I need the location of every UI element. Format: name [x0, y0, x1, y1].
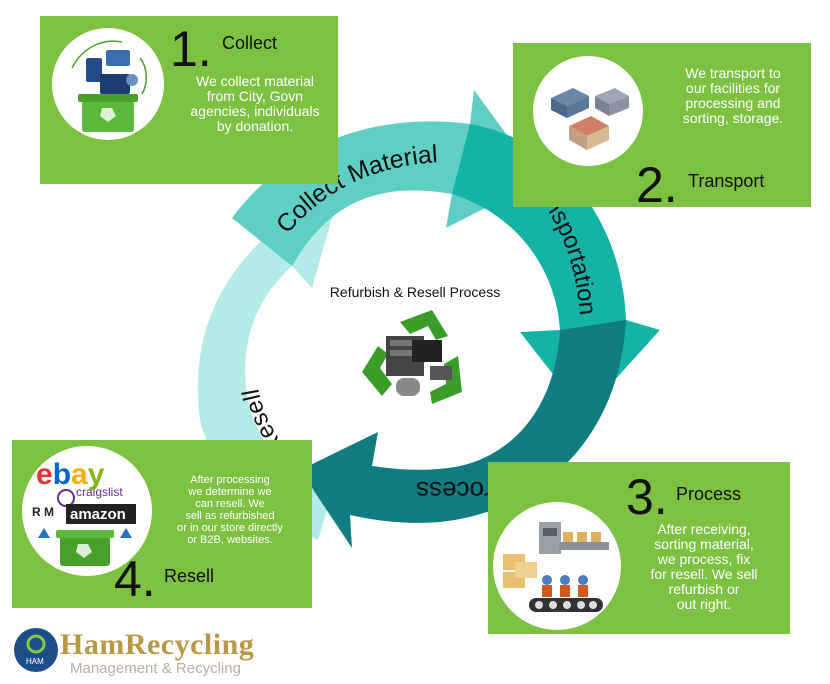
collect-image [52, 28, 164, 140]
logo-subtitle: Management & Recycling [70, 660, 241, 677]
factory-conveyor-icon [503, 522, 609, 612]
step-2-number: 2. [636, 157, 678, 213]
svg-text:R M: R M [32, 505, 54, 519]
svg-text:ebay: ebay [36, 458, 105, 491]
svg-text:craigslist: craigslist [76, 485, 123, 499]
electronics-recycle-bin-icon [71, 40, 147, 132]
center-label: Refurbish & Resell Process [329, 284, 501, 300]
computer-recycle-icon [362, 310, 462, 404]
collect-material-arrow [232, 90, 540, 266]
svg-text:amazon: amazon [70, 506, 126, 523]
step-3-description: After receiving,sorting material,we proc… [650, 521, 758, 612]
logo-name: HamRecycling [60, 628, 255, 661]
step-1-title: Collect [222, 33, 278, 53]
transport-image [533, 56, 643, 166]
step-3-title: Process [676, 484, 742, 504]
step-4-number: 4. [114, 551, 156, 607]
process-arrow [300, 320, 626, 548]
recycle-bin-icon [56, 530, 114, 566]
step-4-title: Resell [164, 566, 215, 586]
step-2-title: Transport [688, 171, 765, 191]
step-1-number: 1. [170, 21, 212, 77]
marketplaces-image: ebay craigslist R M amazon [32, 458, 136, 566]
svg-text:HAM: HAM [26, 657, 44, 666]
resell-image: ebay craigslist R M amazon [22, 446, 152, 576]
ham-logo: HAM [14, 628, 58, 672]
warehouse-icon [551, 88, 629, 150]
process-image [493, 502, 621, 630]
step-3-number: 3. [626, 469, 668, 525]
